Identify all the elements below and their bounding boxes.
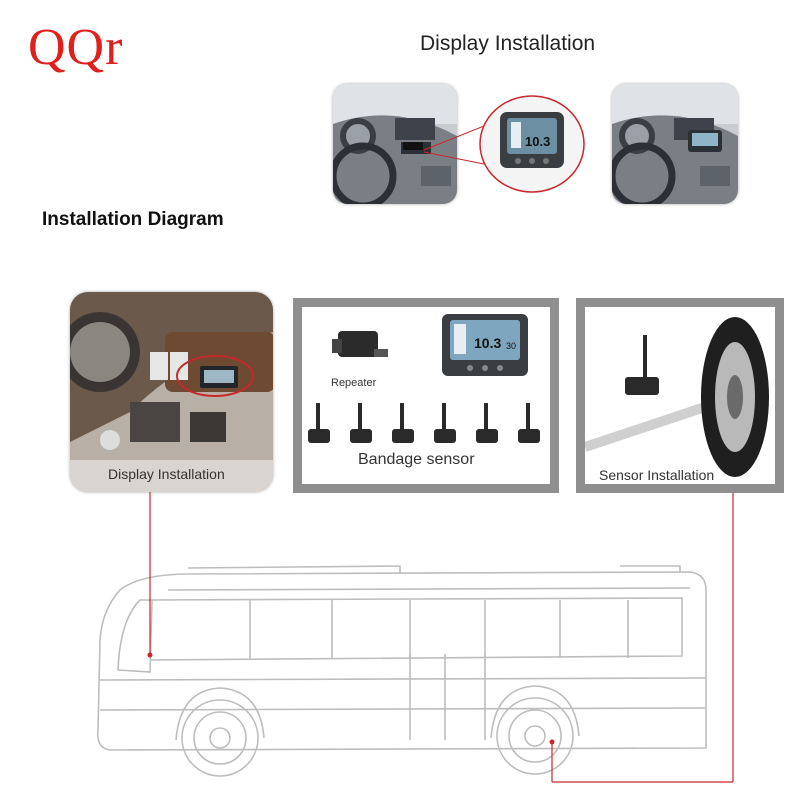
zoom-pointer-line	[423, 125, 485, 165]
monitor-zoom-circle: 10.3	[478, 94, 586, 194]
monitor-unit: 30	[506, 341, 517, 351]
monitor-readout-small: 10.3	[525, 134, 550, 149]
dashboard-before-photo	[333, 84, 457, 204]
repeater-label: Repeater	[331, 377, 377, 389]
tire-sensor-illustration	[585, 317, 769, 477]
repeater-icon	[332, 331, 388, 357]
display-installation-panel: Display Installation	[70, 292, 273, 492]
installation-diagram-title: Installation Diagram	[42, 209, 224, 230]
bandage-sensor-row	[306, 399, 556, 445]
brand-logo: QQr	[28, 19, 124, 76]
monitor-readout: 10.3	[474, 335, 502, 351]
display-installation-title: Display Installation	[420, 32, 596, 55]
monitor-icon	[442, 314, 528, 376]
display-installation-caption: Display Installation	[108, 466, 225, 482]
components-panel: Repeater 10.3 30 Bandage sensor	[293, 298, 559, 493]
bandage-sensor-label: Bandage sensor	[358, 451, 475, 468]
sensor-installation-panel: Sensor Installation	[576, 298, 784, 493]
dashboard-after-photo	[612, 84, 738, 204]
bus-icon	[96, 565, 707, 777]
sensor-installation-caption: Sensor Installation	[599, 467, 715, 483]
